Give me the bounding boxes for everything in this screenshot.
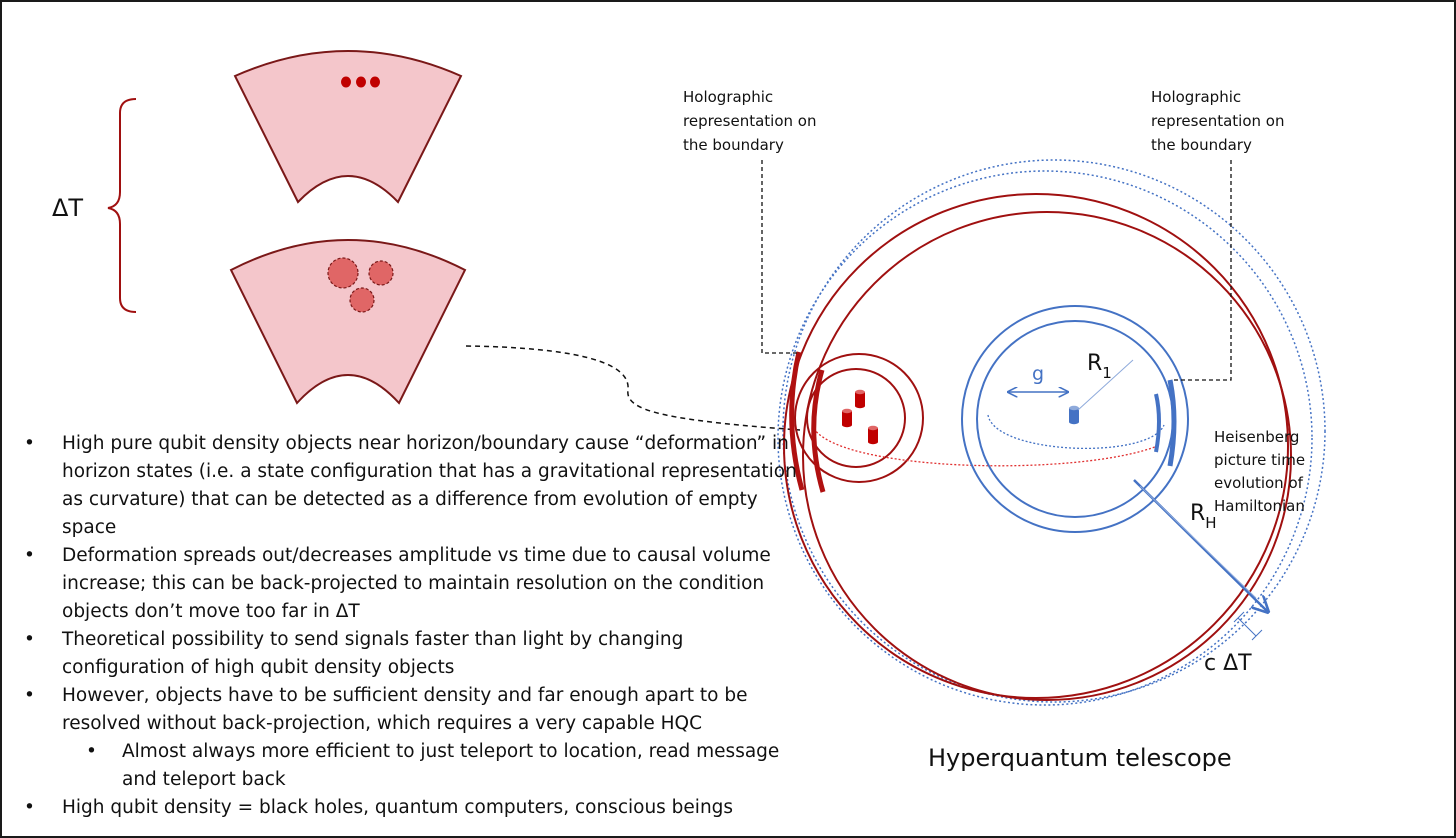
spread-sphere: [327, 257, 359, 289]
blue-dotted-equator: [987, 414, 1165, 450]
red-object-circle: [794, 353, 924, 483]
heisenberg-label: Heisenberg picture time evolution of Ham…: [1214, 428, 1310, 515]
r1-label: R1: [1087, 351, 1112, 382]
telescope-title: Hyperquantum telescope: [928, 744, 1232, 772]
blue-cylinder: [1069, 405, 1079, 425]
rh-arrow-parallel: [1139, 485, 1257, 599]
r1-radius-line: [1077, 359, 1134, 411]
sector-top: [233, 50, 463, 204]
red-cylinder: [868, 425, 878, 445]
red-boundary-arc: [811, 369, 826, 493]
spread-spheres-group: [327, 257, 394, 313]
bullet-item: High qubit density = black holes, quantu…: [20, 794, 800, 822]
small-dot: [370, 76, 380, 88]
red-horizon-circle: [783, 193, 1289, 699]
red-cylinder: [855, 389, 865, 409]
red-horizon-circle: [802, 211, 1292, 701]
delta-t-label: ΔT: [52, 194, 83, 222]
blue-boundary-arc: [1167, 379, 1177, 467]
sector-bottom: [229, 239, 467, 405]
g-label: g: [1032, 363, 1044, 385]
rh-label: RH: [1190, 501, 1217, 532]
sub-bullet-item: Almost always more efficient to just tel…: [20, 738, 800, 794]
red-objects-group: [842, 389, 878, 445]
spread-sphere: [368, 260, 394, 286]
small-dot: [341, 76, 351, 88]
holographic-left-connector: [761, 160, 799, 354]
c-delta-t-label: c ΔT: [1204, 651, 1252, 676]
red-object-circle: [806, 368, 906, 468]
sector-to-boundary-connector: [465, 345, 801, 431]
red-dotted-equator: [811, 424, 1161, 467]
holographic-right-label: Holographic representation on the bounda…: [1151, 88, 1289, 154]
bullet-list: High pure qubit density objects near hor…: [20, 430, 800, 822]
spread-sphere: [349, 287, 375, 313]
holographic-left-label: Holographic representation on the bounda…: [683, 88, 821, 154]
bullet-item: Deformation spreads out/decreases amplit…: [20, 542, 800, 626]
red-cylinder: [842, 408, 852, 428]
delta-t-brace: [107, 98, 137, 313]
bullet-item: High pure qubit density objects near hor…: [20, 430, 800, 542]
small-dots-group: [341, 76, 380, 88]
blue-boundary-arc: [1154, 393, 1161, 453]
bullet-item: However, objects have to be sufficient d…: [20, 682, 800, 738]
blue-inner-circle: [961, 305, 1189, 533]
small-dot: [356, 76, 366, 88]
c-delta-t-bracket: [1233, 611, 1263, 641]
holographic-right-connector: [1172, 160, 1232, 381]
bullet-item: Theoretical possibility to send signals …: [20, 626, 800, 682]
